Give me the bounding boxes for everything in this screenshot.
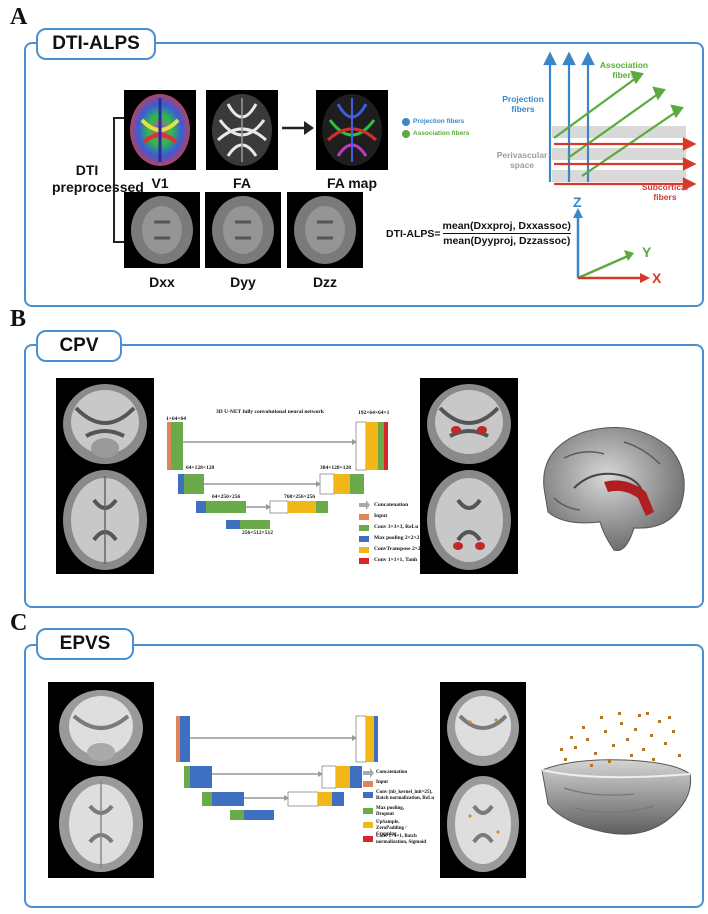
dzz-label: Dzz xyxy=(312,274,338,290)
v1-image xyxy=(124,90,196,170)
fa-map-image xyxy=(316,90,388,170)
association-fibers-label: Association fibers xyxy=(596,60,652,80)
cpv-output-axial xyxy=(420,466,518,574)
dim-label-4: 384×128×128 xyxy=(320,465,352,471)
fa-to-map-arrow xyxy=(282,121,314,135)
legend-cpv-0: Concatenation xyxy=(374,502,409,508)
association-fiber-2 xyxy=(567,93,659,159)
x-axis-label: X xyxy=(652,270,662,286)
legend-epvs-4: UpSample, ZeroPadding / Cropping xyxy=(376,820,407,837)
xyz-axes xyxy=(573,208,650,283)
association-fiber-1 xyxy=(553,77,637,139)
dzz-image xyxy=(287,192,363,268)
y-axis-label: Y xyxy=(642,244,652,260)
dti-label-line1: DTI xyxy=(75,162,99,178)
fa-image xyxy=(206,90,278,170)
subcortical-fibers-text: Subcortical fibers xyxy=(641,182,689,202)
panel-a-title: DTI-ALPS xyxy=(36,28,156,60)
subcortical-fibers-label: Subcortical fibers xyxy=(632,182,698,202)
z-axis-label: Z xyxy=(573,194,582,210)
dim-label-6: 768×256×256 xyxy=(284,494,316,500)
panel-letter-b: B xyxy=(10,306,27,332)
dxx-image xyxy=(124,192,200,268)
perivascular-space-text: Perivascular space xyxy=(496,150,548,170)
perivascular-band-2 xyxy=(552,148,686,160)
formula-fraction: mean(Dxxproj, Dxxassoc) mean(Dyyproj, Dz… xyxy=(442,220,571,247)
epvs-output-coronal xyxy=(440,682,526,770)
panel-c-box xyxy=(24,644,704,908)
dim-label-2: 192×64×64×1 xyxy=(358,410,390,416)
fiber-diagram xyxy=(543,51,697,191)
perivascular-space-label: Perivascular space xyxy=(493,150,551,170)
dxx-label: Dxx xyxy=(149,274,175,290)
preprocessed-bracket xyxy=(113,117,124,243)
dim-label-1: 1×64×64 xyxy=(166,416,187,422)
projection-fibers-text: Projection fibers xyxy=(502,94,544,114)
panel-b-title: CPV xyxy=(36,330,122,362)
formula-numerator: mean(Dxxproj, Dxxassoc) xyxy=(442,220,571,234)
dyy-image xyxy=(205,192,281,268)
panel-c-title: EPVS xyxy=(36,628,134,660)
formula-lhs: DTI-ALPS= xyxy=(386,227,441,240)
legend-cpv-4: ConvTranspose 2×2×2 xyxy=(374,546,427,552)
projection-fibers-label: Projection fibers xyxy=(495,94,551,114)
fa-label: FA xyxy=(233,175,251,191)
legend-cpv-2: Conv 3×3×3, ReLu xyxy=(374,524,419,530)
projection-legend-label: Projection fibers xyxy=(413,118,465,125)
epvs-input-coronal xyxy=(48,682,154,770)
legend-epvs-swatches xyxy=(363,768,374,842)
panel-a-box xyxy=(24,42,704,307)
perivascular-band-1 xyxy=(552,126,686,138)
formula-denominator: mean(Dyyproj, Dzzassoc) xyxy=(443,235,571,247)
projection-legend-dot xyxy=(402,118,410,126)
unet-diagram-cpv xyxy=(167,421,388,529)
association-fibers-text: Association fibers xyxy=(599,60,649,80)
epvs-output-axial xyxy=(440,770,526,878)
association-legend-label: Association fibers xyxy=(413,130,470,137)
panel-letter-a: A xyxy=(10,4,28,30)
association-legend-dot xyxy=(402,130,410,138)
legend-cpv-1: Input xyxy=(374,513,388,519)
dti-label-line2: preprocessed xyxy=(52,179,144,195)
legend-epvs-1: Input xyxy=(376,780,388,785)
unet-title-cpv: 3D U-NET fully convolutional neural netw… xyxy=(216,409,324,415)
legend-cpv-5: Conv 1×1×1, Tanh xyxy=(374,557,418,563)
epvs-3d-brain xyxy=(541,712,692,835)
panel-b-box xyxy=(24,344,704,608)
unet-diagram-epvs xyxy=(176,715,378,820)
legend-epvs-0: Concatenation xyxy=(376,770,408,775)
perivascular-band-3 xyxy=(552,170,686,182)
legend-cpv-swatches xyxy=(359,500,370,564)
fa-map-label: FA map xyxy=(326,175,378,191)
dti-preprocessed-label: DTI preprocessed xyxy=(52,162,144,196)
cpv-input-coronal xyxy=(56,378,154,466)
epvs-input-axial xyxy=(48,770,154,878)
legend-epvs-2: Conv (nb_kernel_init=25), Batch normaliz… xyxy=(376,790,435,801)
cpv-input-axial xyxy=(56,466,154,574)
legend-epvs-5: Conv 1×1×1, Batch normalization, Sigmoid xyxy=(376,834,427,845)
dim-label-3: 64×128×128 xyxy=(186,465,215,471)
cpv-3d-brain xyxy=(543,427,685,552)
panel-letter-c: C xyxy=(10,610,28,636)
dyy-label: Dyy xyxy=(230,274,256,290)
dim-label-7: 256×512×512 xyxy=(242,530,274,536)
legend-cpv-3: Max pooling 2×2×2 xyxy=(374,535,420,541)
dim-label-5: 64×256×256 xyxy=(212,494,241,500)
alps-formula: DTI-ALPS= mean(Dxxproj, Dxxassoc) mean(D… xyxy=(386,220,571,247)
legend-epvs-3: Max pooling, Dropout xyxy=(376,806,405,817)
v1-label: V1 xyxy=(151,175,169,191)
cpv-output-coronal xyxy=(420,378,518,466)
